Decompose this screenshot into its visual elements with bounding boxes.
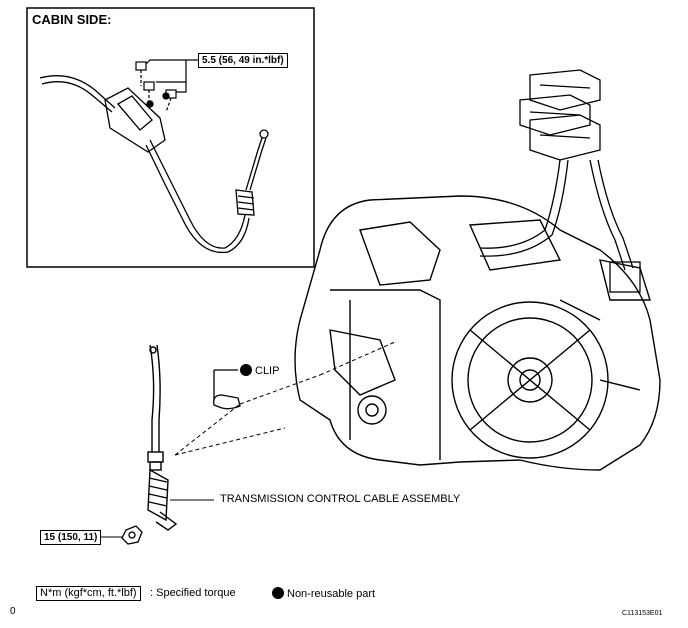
clip-part: [213, 369, 241, 410]
wire-harness: [479, 69, 641, 293]
clip-label: CLIP: [240, 364, 279, 377]
footer-left-mark: 0: [10, 606, 16, 617]
non-reusable-dot-icon: [240, 364, 252, 376]
legend-dot-icon: [272, 587, 284, 599]
cabin-torque-leaders: [145, 59, 198, 93]
cabin-side-frame: [26, 7, 315, 268]
legend-non-reusable-text: Non-reusable part: [287, 588, 376, 600]
cabin-torque-spec: 5.5 (56, 49 in.*lbf): [198, 53, 288, 68]
cable-assembly-label: TRANSMISSION CONTROL CABLE ASSEMBLY: [220, 493, 461, 505]
nut-torque-spec: 15 (150, 11): [40, 530, 102, 545]
transmission-control-cable: [147, 344, 178, 531]
figure-code: C113153E01: [622, 610, 663, 617]
legend-torque-box: N*m (kgf*cm, ft.*lbf): [36, 586, 141, 601]
cabin-bolts: [135, 61, 177, 113]
dashed-connectors: [174, 341, 396, 456]
clip-label-text: CLIP: [255, 365, 280, 377]
cabin-side-title: CABIN SIDE:: [32, 12, 112, 27]
cabin-cable: [39, 75, 269, 254]
transaxle-assembly: [294, 195, 661, 471]
legend-non-reusable: Non-reusable part: [272, 587, 375, 600]
legend-torque-text: : Specified torque: [150, 587, 236, 599]
label-leaders: [101, 499, 214, 538]
nut-part: [121, 525, 143, 545]
cabin-bracket: [104, 87, 170, 153]
